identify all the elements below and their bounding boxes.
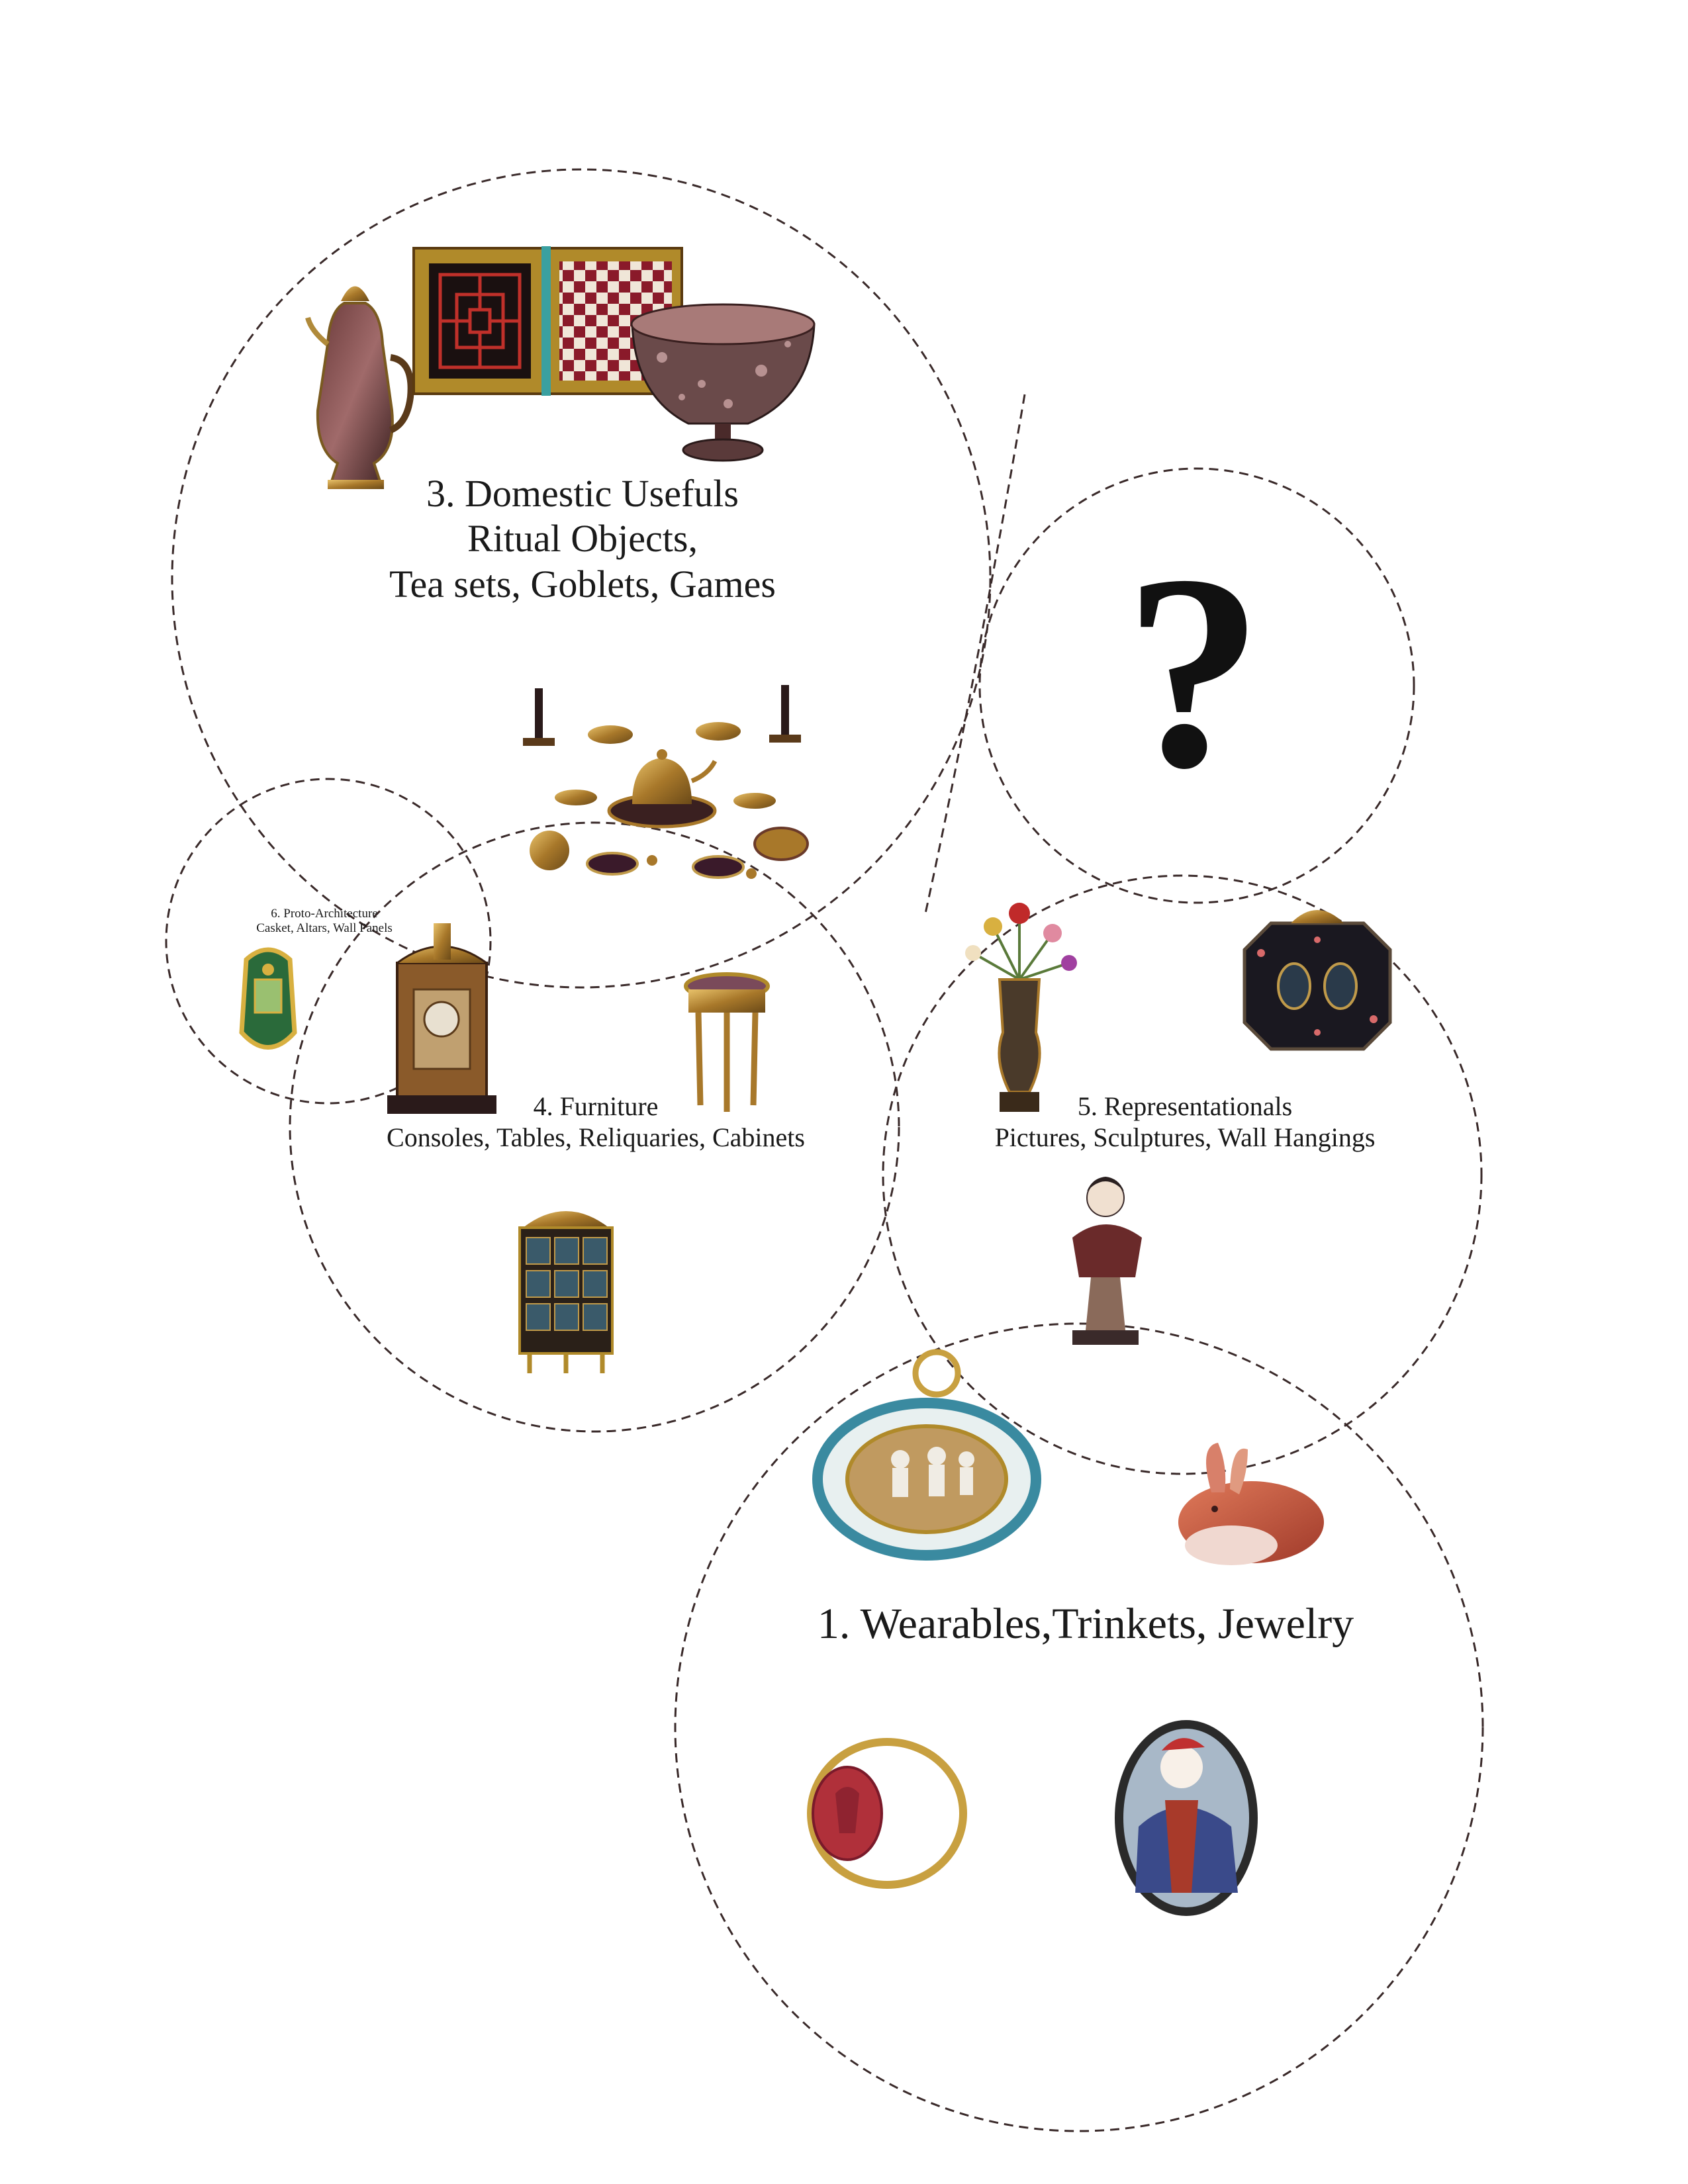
unknown-circle xyxy=(978,467,1415,904)
proto-subtitle: Casket, Altars, Wall Panels xyxy=(256,921,393,936)
domestic-label: 3. Domestic Usefuls Ritual Objects, Tea … xyxy=(291,471,874,607)
wall-panel-image xyxy=(239,947,297,1050)
wearables-circle xyxy=(674,1322,1484,2132)
furniture-title: 4. Furniture xyxy=(533,1091,659,1121)
proto-circle xyxy=(165,778,492,1105)
representationals-title: 5. Representationals xyxy=(1077,1091,1293,1121)
agate-rabbit-image xyxy=(1178,1443,1324,1565)
representationals-subtitle: Pictures, Sculptures, Wall Hangings xyxy=(994,1122,1376,1153)
ewer-image xyxy=(305,286,414,489)
wearables-label: 1. Wearables,Trinkets, Jewelry xyxy=(761,1598,1410,1650)
representationals-label: 5. Representationals Pictures, Sculpture… xyxy=(947,1091,1423,1153)
round-table-image xyxy=(684,972,770,1112)
domestic-line-3: Tea sets, Goblets, Games xyxy=(389,562,776,606)
domestic-line-2: Ritual Objects, xyxy=(467,517,698,561)
furniture-subtitle: Consoles, Tables, Reliquaries, Cabinets xyxy=(387,1122,805,1153)
wearables-title: 1. Wearables,Trinkets, Jewelry xyxy=(817,1600,1354,1648)
flower-vase-image xyxy=(965,903,1077,1112)
cabinet-image xyxy=(518,1211,614,1373)
furniture-label: 4. Furniture Consoles, Tables, Reliquari… xyxy=(338,1091,854,1153)
cameo-pendant-image xyxy=(812,1349,1041,1561)
proto-title: 6. Proto-Architecture xyxy=(271,907,378,921)
unknown-question-mark: ? xyxy=(1124,518,1263,825)
separator-arc xyxy=(924,394,1026,914)
proto-label: 6. Proto-Architecture Casket, Altars, Wa… xyxy=(218,907,430,936)
tea-service-image xyxy=(523,685,809,879)
furniture-circle xyxy=(289,821,900,1433)
representationals-circle xyxy=(882,874,1483,1475)
game-board-image xyxy=(412,246,683,396)
reliquary-clock-image xyxy=(387,923,496,1114)
portrait-cameo-image xyxy=(1115,1720,1258,1916)
domestic-title: 3. Domestic Usefuls xyxy=(426,472,739,515)
signet-ring-image xyxy=(807,1738,967,1889)
octagonal-plaque-image xyxy=(1243,910,1392,1051)
bust-image xyxy=(1072,1177,1142,1345)
stone-bowl-image xyxy=(630,303,816,462)
domestic-circle xyxy=(171,168,992,989)
